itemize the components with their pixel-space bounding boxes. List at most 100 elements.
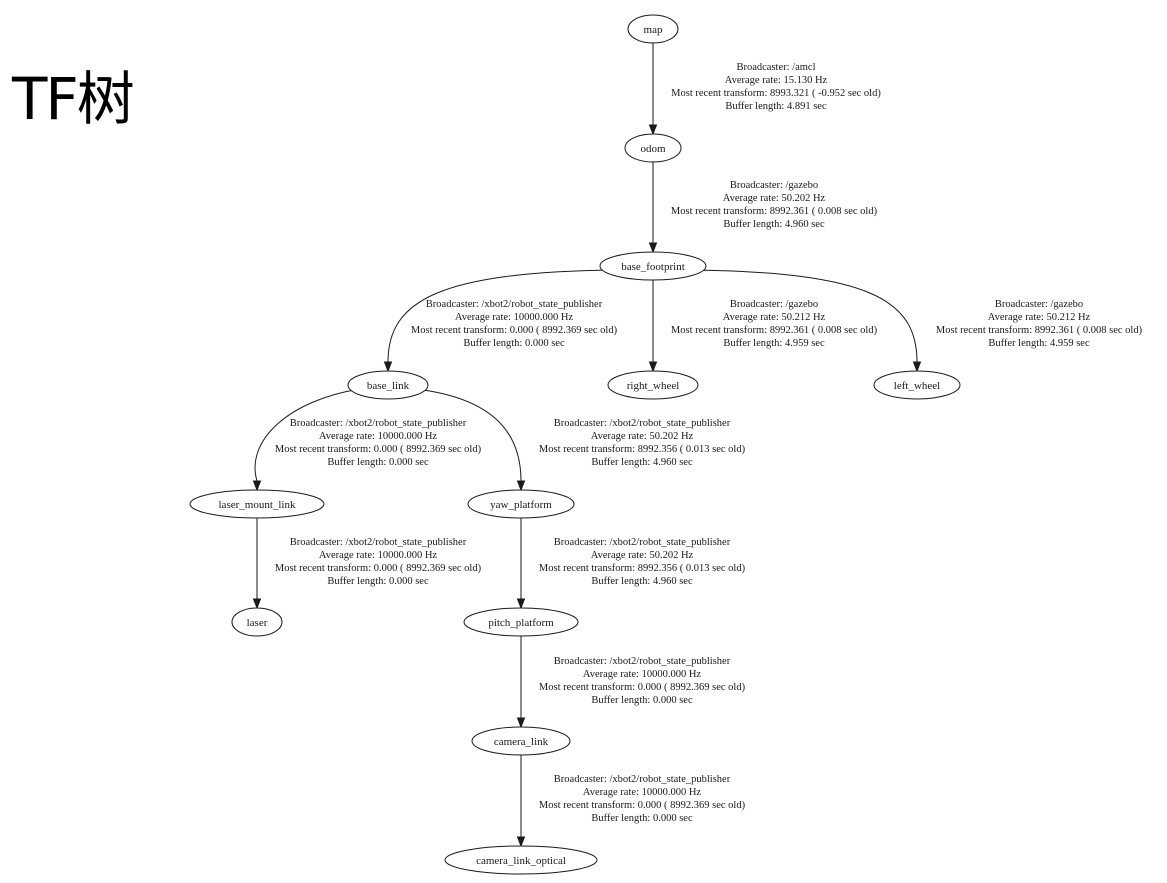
node-base-link: base_link (347, 370, 429, 400)
edge-label-buffer: Buffer length: 4.960 sec (591, 457, 693, 468)
edge-label-base-link-yaw-platform: Broadcaster: /xbot2/robot_state_publishe… (539, 418, 746, 468)
edge-map-odom (648, 43, 658, 136)
edge-base-footprint-left-wheel (690, 269, 922, 373)
node-ellipse (463, 607, 579, 637)
edge-label-buffer: Buffer length: 0.000 sec (591, 695, 693, 706)
edge-label-rate: Average rate: 10000.000 Hz (583, 669, 702, 680)
node-camera-link-optical: camera_link_optical (444, 845, 598, 875)
node-label: laser_mount_link (219, 499, 296, 511)
arrowhead (252, 598, 262, 610)
node-left-wheel: left_wheel (873, 370, 961, 400)
edge-label-buffer: Buffer length: 0.000 sec (327, 457, 429, 468)
node-label: odom (640, 143, 666, 155)
edge-label-broadcaster: Broadcaster: /xbot2/robot_state_publishe… (554, 537, 731, 548)
edge-label-buffer: Buffer length: 0.000 sec (327, 576, 429, 587)
edge-label-recent: Most recent transform: 8993.321 ( -0.952… (671, 88, 881, 99)
edge-laser-mount-link-laser (252, 518, 262, 610)
arrowhead (516, 717, 526, 729)
edge-label-rate: Average rate: 50.212 Hz (988, 312, 1091, 323)
edge-label-recent: Most recent transform: 0.000 ( 8992.369 … (275, 444, 482, 455)
edge-label-recent: Most recent transform: 0.000 ( 8992.369 … (411, 325, 618, 336)
edge-base-footprint-right-wheel (648, 280, 658, 373)
edge-base-link-laser-mount-link (252, 388, 361, 492)
node-label: left_wheel (894, 380, 940, 392)
node-laser: laser (231, 607, 283, 637)
edge-label-broadcaster: Broadcaster: /xbot2/robot_state_publishe… (554, 656, 731, 667)
edge-label-broadcaster: Broadcaster: /xbot2/robot_state_publishe… (554, 418, 731, 429)
node-label: right_wheel (627, 380, 680, 392)
edge-label-buffer: Buffer length: 4.959 sec (988, 338, 1090, 349)
edge-label-buffer: Buffer length: 4.891 sec (725, 101, 827, 112)
arrowhead (516, 598, 526, 610)
node-label: pitch_platform (488, 617, 554, 629)
edge-base-link-yaw-platform (415, 388, 526, 492)
edge-label-rate: Average rate: 10000.000 Hz (319, 550, 438, 561)
edge-label-broadcaster: Broadcaster: /gazebo (730, 180, 818, 191)
edge-label-rate: Average rate: 10000.000 Hz (319, 431, 438, 442)
edge-label-rate: Average rate: 50.212 Hz (723, 312, 826, 323)
node-ellipse (607, 370, 699, 400)
edge-label-recent: Most recent transform: 8992.361 ( 0.008 … (936, 325, 1143, 336)
arrowhead (383, 361, 393, 373)
node-ellipse (189, 489, 325, 519)
edge-line (387, 269, 616, 363)
arrowhead (648, 361, 658, 373)
arrowhead (516, 480, 526, 492)
edge-label-base-footprint-base-link: Broadcaster: /xbot2/robot_state_publishe… (411, 299, 618, 349)
edge-label-broadcaster: Broadcaster: /xbot2/robot_state_publishe… (426, 299, 603, 310)
edge-pitch-platform-camera-link (516, 636, 526, 729)
edge-label-buffer: Buffer length: 4.960 sec (591, 576, 693, 587)
edge-label-rate: Average rate: 50.202 Hz (723, 193, 826, 204)
node-yaw-platform: yaw_platform (467, 489, 575, 519)
edge-label-broadcaster: Broadcaster: /xbot2/robot_state_publishe… (290, 418, 467, 429)
node-ellipse (624, 133, 682, 163)
edge-label-broadcaster: Broadcaster: /gazebo (730, 299, 818, 310)
node-ellipse (599, 251, 707, 281)
edge-label-recent: Most recent transform: 0.000 ( 8992.369 … (539, 800, 746, 811)
node-odom: odom (624, 133, 682, 163)
node-base-footprint: base_footprint (599, 251, 707, 281)
node-ellipse (467, 489, 575, 519)
edge-camera-link-camera-link-optical (516, 755, 526, 848)
edge-line (254, 388, 361, 482)
edge-label-buffer: Buffer length: 0.000 sec (591, 813, 693, 824)
node-pitch-platform: pitch_platform (463, 607, 579, 637)
node-ellipse (444, 845, 598, 875)
edge-line (415, 388, 522, 482)
edge-odom-base-footprint (648, 162, 658, 254)
edge-label-broadcaster: Broadcaster: /xbot2/robot_state_publishe… (290, 537, 467, 548)
edge-label-buffer: Buffer length: 4.960 sec (723, 219, 825, 230)
edge-label-pitch-platform-camera-link: Broadcaster: /xbot2/robot_state_publishe… (539, 656, 746, 706)
edge-label-broadcaster: Broadcaster: /amcl (736, 62, 815, 73)
edge-label-camera-link-camera-link-optical: Broadcaster: /xbot2/robot_state_publishe… (539, 774, 746, 824)
node-label: yaw_platform (490, 499, 552, 511)
edge-label-broadcaster: Broadcaster: /gazebo (995, 299, 1083, 310)
edge-label-rate: Average rate: 50.202 Hz (591, 431, 694, 442)
edge-label-recent: Most recent transform: 8992.356 ( 0.013 … (539, 444, 746, 455)
node-ellipse (873, 370, 961, 400)
arrowhead (648, 124, 658, 136)
node-label: laser (247, 617, 268, 629)
edge-label-rate: Average rate: 10000.000 Hz (455, 312, 574, 323)
slide-title: TF树 (12, 65, 135, 133)
node-map: map (627, 14, 679, 44)
edge-label-buffer: Buffer length: 4.959 sec (723, 338, 825, 349)
edge-line (690, 269, 918, 363)
node-label: map (644, 24, 663, 36)
nodes-layer: map odom base_footprint base_link right_whee… (189, 14, 961, 875)
node-label: base_footprint (621, 261, 685, 273)
arrowhead (252, 480, 262, 492)
edge-label-buffer: Buffer length: 0.000 sec (463, 338, 565, 349)
edge-label-recent: Most recent transform: 8992.361 ( 0.008 … (671, 325, 878, 336)
edge-base-footprint-base-link (383, 269, 616, 373)
node-camera-link: camera_link (471, 726, 571, 756)
edge-label-broadcaster: Broadcaster: /xbot2/robot_state_publishe… (554, 774, 731, 785)
node-laser-mount-link: laser_mount_link (189, 489, 325, 519)
node-ellipse (347, 370, 429, 400)
edge-label-recent: Most recent transform: 0.000 ( 8992.369 … (539, 682, 746, 693)
